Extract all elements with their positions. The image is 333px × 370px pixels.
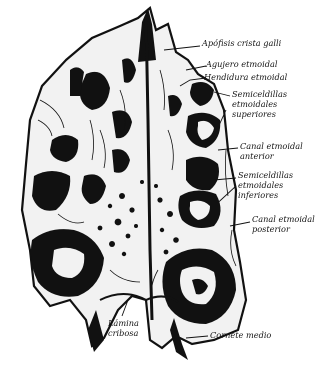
label-line: Lámina bbox=[107, 318, 139, 328]
label-line: Semiceldillas bbox=[232, 89, 287, 99]
label-line: superiores bbox=[232, 109, 276, 119]
label-hendidura-etmoidal: Hendidura etmoidal bbox=[203, 72, 288, 82]
label-line: Canal etmoidal bbox=[252, 214, 315, 224]
label-agujero-etmoidal: Agujero etmoidal bbox=[205, 59, 278, 69]
label-crista-galli: Apófisis crista galli bbox=[201, 38, 282, 48]
label-line: posterior bbox=[252, 224, 291, 234]
label-cornete-medio: Cornete medio bbox=[210, 330, 271, 340]
label-canal-etmoidal-posterior: Canal etmoidal posterior bbox=[252, 214, 317, 234]
label-line: Semiceldillas bbox=[238, 170, 293, 180]
label-line: inferiores bbox=[238, 190, 278, 200]
label-line: cribosa bbox=[108, 328, 138, 338]
label-line: anterior bbox=[240, 151, 275, 161]
label-line: Canal etmoidal bbox=[240, 141, 303, 151]
label-line: etmoidales bbox=[232, 99, 277, 109]
label-canal-etmoidal-anterior: Canal etmoidal anterior bbox=[240, 141, 305, 161]
label-lamina-cribosa: Lámina cribosa bbox=[107, 318, 141, 338]
label-semiceldillas-superiores: Semiceldillas etmoidales superiores bbox=[232, 89, 290, 119]
label-line: etmoidales bbox=[238, 180, 283, 190]
label-semiceldillas-inferiores: Semiceldillas etmoidales inferiores bbox=[238, 170, 296, 200]
